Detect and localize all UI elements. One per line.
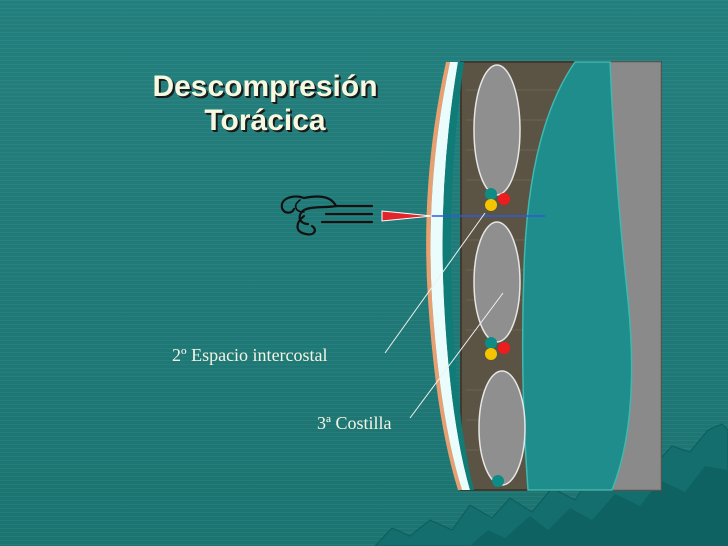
rib-upper [473, 64, 521, 196]
title-line-1: Descompresión [152, 70, 378, 103]
pointer-intercostal [384, 212, 486, 354]
neurovascular-bundle-lower [485, 337, 510, 360]
air-flow-icon [280, 195, 374, 236]
needle-icon [381, 210, 433, 222]
vessel-bottom [492, 475, 504, 487]
slide-title: Descompresión Torácica [100, 70, 430, 138]
pleura-inner [442, 62, 474, 490]
rib-lower [478, 370, 526, 486]
mountains-shadow [470, 466, 728, 546]
label-intercostal-space: 2º Espacio intercostal [172, 345, 328, 365]
lung [521, 61, 633, 491]
pointer-costilla [409, 292, 504, 419]
rib-middle [473, 221, 521, 343]
title-line-2: Torácica [204, 104, 326, 137]
pleura-outer [430, 62, 470, 490]
neurovascular-bundle-upper [485, 188, 510, 211]
label-third-rib: 3ª Costilla [317, 413, 392, 433]
